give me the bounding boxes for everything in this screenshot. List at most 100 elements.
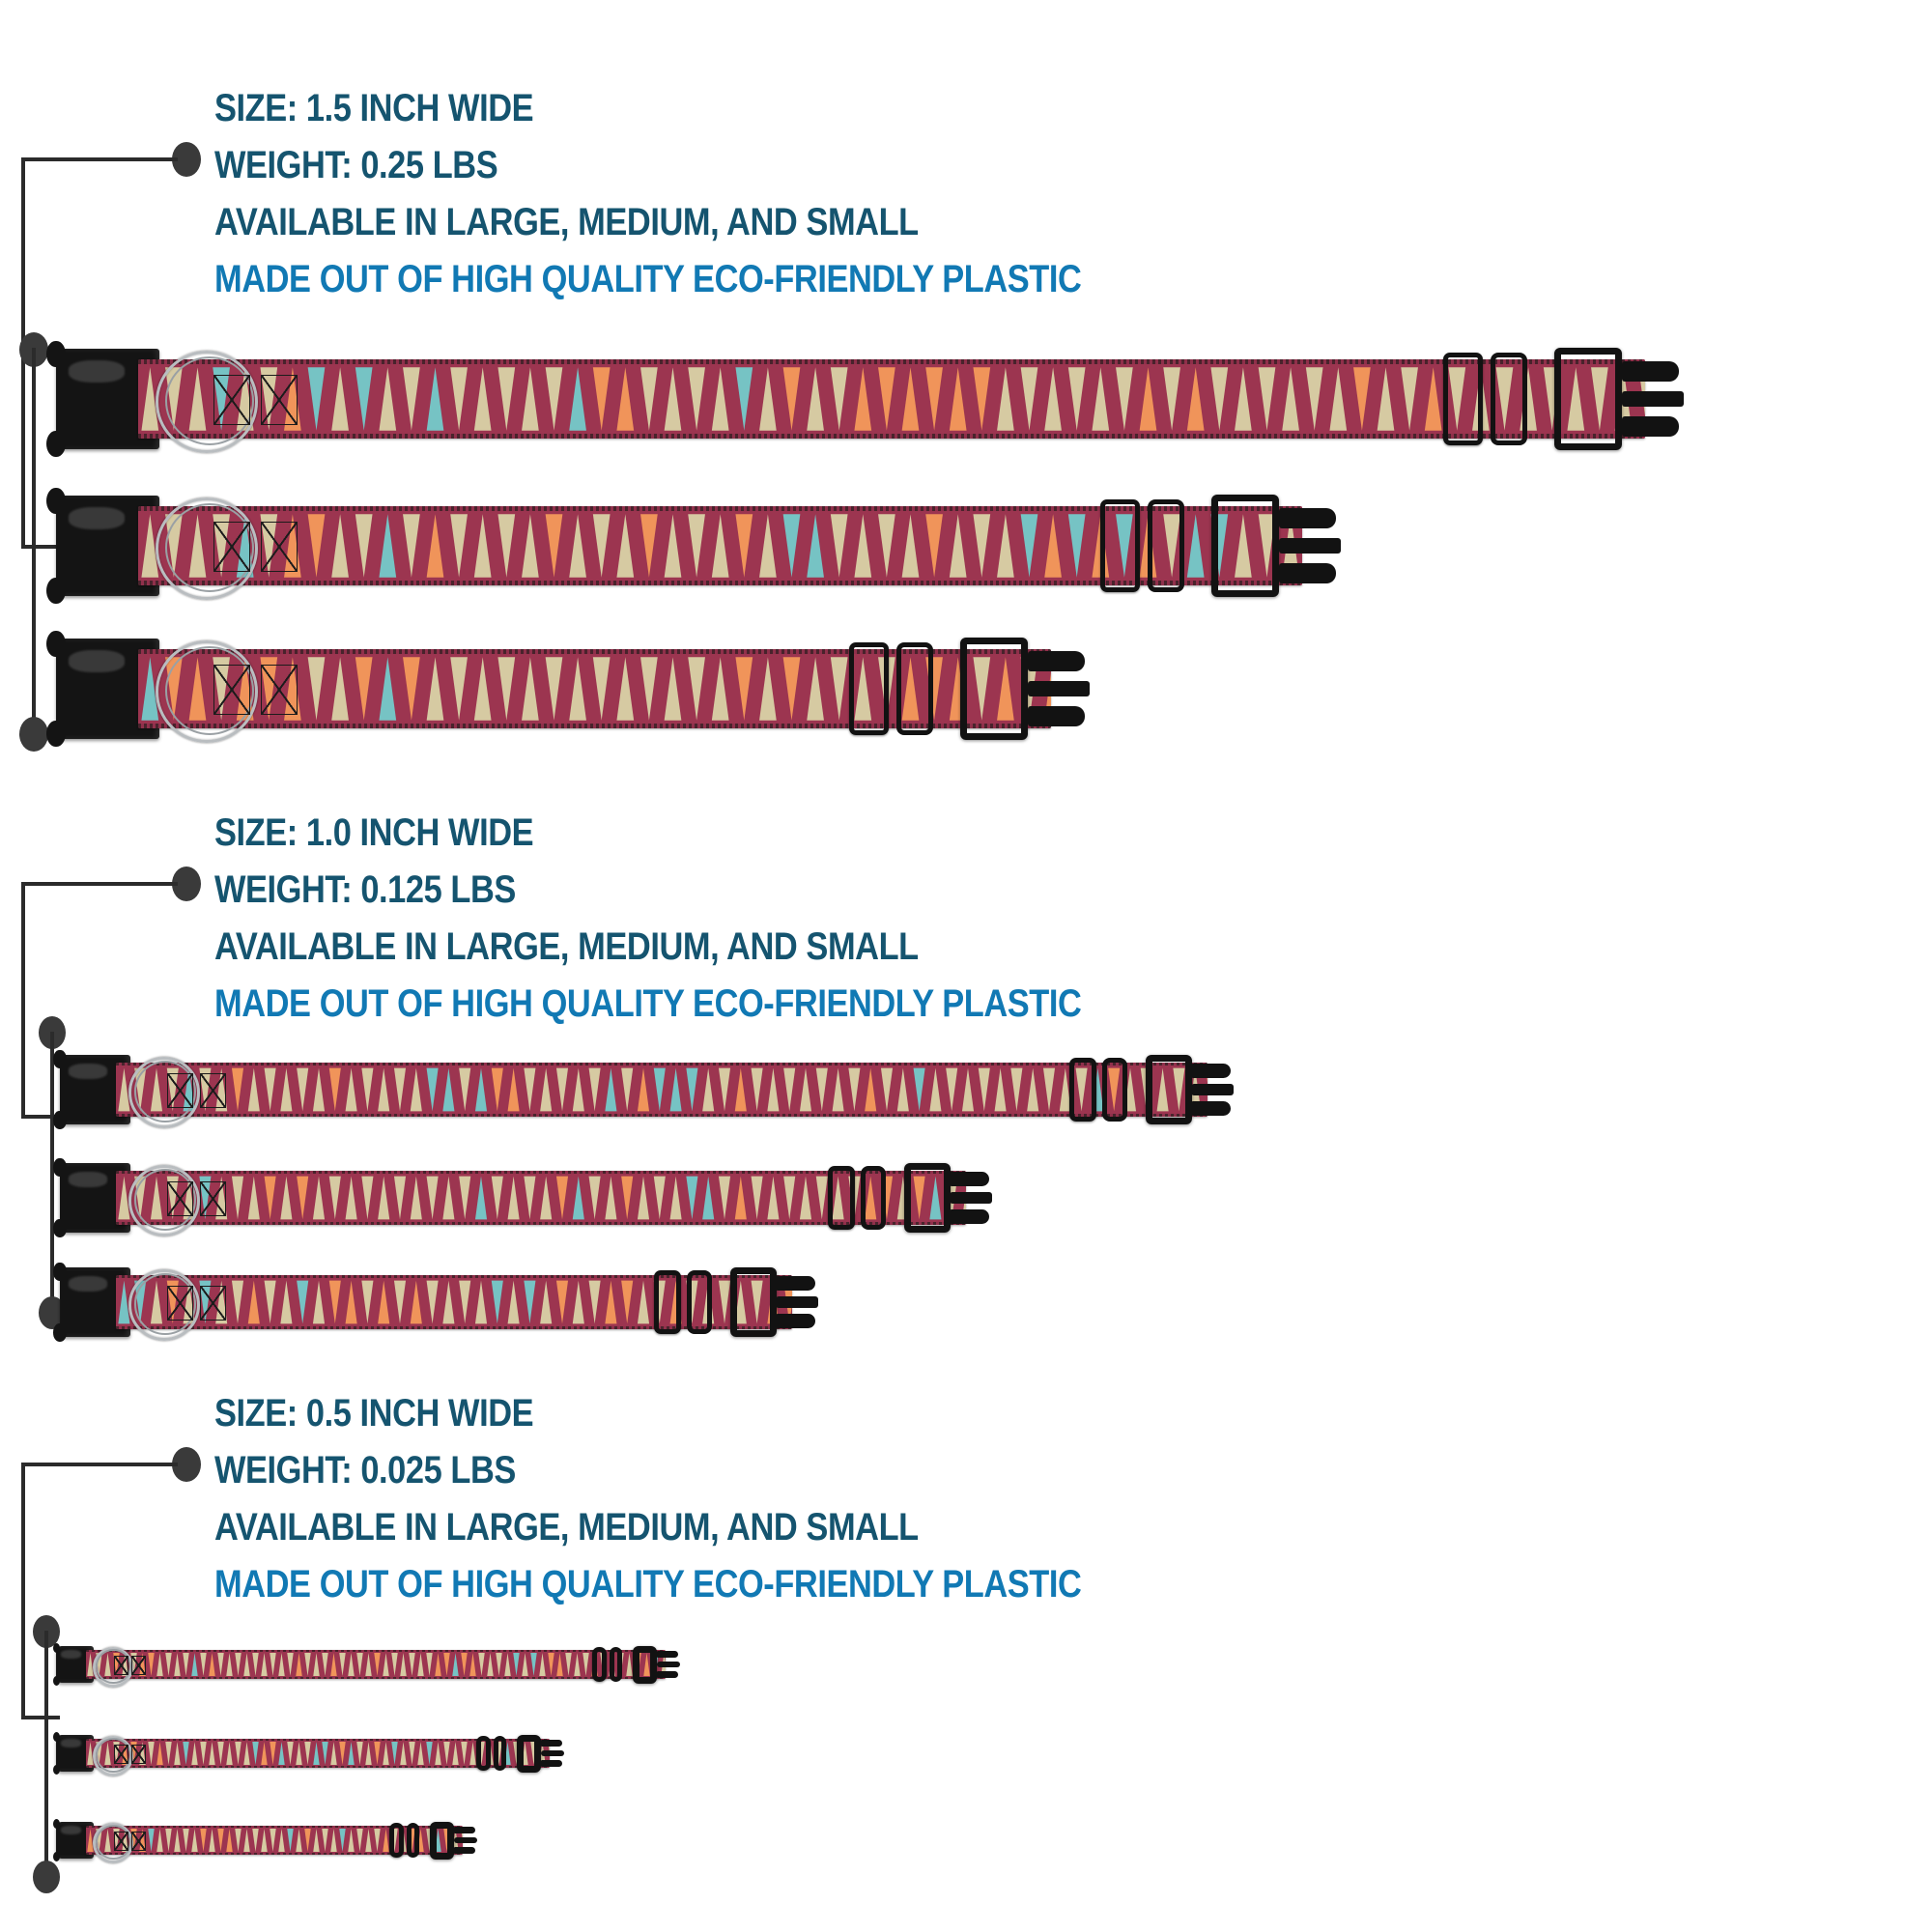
slider-adjuster[interactable]: [1100, 498, 1141, 593]
buckle-prong-top: [1278, 507, 1336, 528]
stitch-box: [213, 664, 251, 716]
collar-size-1-0-small[interactable]: [53, 1263, 909, 1353]
retainer-loop[interactable]: [1102, 1057, 1127, 1122]
side-release-buckle-male[interactable]: [632, 1645, 658, 1684]
strap-stitch-bottom: [116, 1221, 967, 1225]
strap-triangle-pattern: [86, 1739, 551, 1768]
buckle-highlight: [60, 1650, 82, 1659]
buckle-prong-bottom: [1027, 706, 1085, 727]
retainer-loop[interactable]: [861, 1165, 886, 1231]
d-ring-inner: [134, 1168, 197, 1232]
side-release-buckle-male[interactable]: [729, 1266, 777, 1338]
side-release-buckle-male[interactable]: [1145, 1054, 1192, 1125]
bracket-dot-bottom-1-5: [19, 717, 48, 752]
collar-size-0-5-small[interactable]: [52, 1819, 526, 1868]
collar-strap[interactable]: [116, 1063, 1208, 1117]
leader-horizontal-join-0-5: [21, 1716, 60, 1719]
side-release-buckle-male[interactable]: [1210, 494, 1280, 598]
side-release-buckle-male[interactable]: [516, 1734, 542, 1773]
leader-horizontal-1-0: [21, 882, 178, 886]
spec-size-line: SIZE: 1.0 INCH WIDE: [214, 811, 534, 854]
side-release-buckle-male[interactable]: [959, 637, 1029, 741]
spec-availability-line: AVAILABLE IN LARGE, MEDIUM, AND SMALL: [214, 201, 919, 243]
stitch-box: [130, 1655, 146, 1676]
retainer-loop[interactable]: [406, 1823, 420, 1858]
collar-size-1-5-medium[interactable]: [46, 488, 1473, 621]
d-ring-inner: [165, 645, 255, 736]
side-release-buckle-male[interactable]: [429, 1821, 455, 1860]
buckle-prong-bottom: [1278, 563, 1336, 584]
d-ring-inner: [96, 1737, 131, 1774]
buckle-prong-top: [1027, 650, 1085, 671]
strap-stitch-top: [86, 1650, 667, 1652]
buckle-prong-top: [776, 1276, 815, 1291]
buckle-highlight: [68, 1171, 107, 1187]
strap-stitch-bottom: [138, 434, 1646, 439]
slider-adjuster[interactable]: [654, 1269, 682, 1335]
retainer-loop[interactable]: [609, 1647, 623, 1682]
buckle-prong-top: [950, 1172, 989, 1186]
buckle-highlight: [60, 1826, 82, 1834]
spec-material-line: MADE OUT OF HIGH QUALITY ECO-FRIENDLY PL…: [214, 982, 1082, 1025]
d-ring-inner: [165, 502, 255, 593]
collar-strap[interactable]: [86, 1650, 667, 1679]
spec-weight-line: WEIGHT: 0.125 LBS: [214, 868, 516, 911]
buckle-prong-top: [541, 1739, 562, 1747]
collar-strap[interactable]: [86, 1739, 551, 1768]
retainer-loop[interactable]: [1491, 352, 1528, 446]
slider-adjuster[interactable]: [828, 1165, 856, 1231]
collar-strap[interactable]: [138, 359, 1646, 439]
stitch-box: [261, 664, 298, 716]
buckle-prong-center: [950, 1192, 993, 1204]
stitch-box: [113, 1744, 128, 1765]
collar-size-0-5-medium[interactable]: [52, 1732, 612, 1781]
spec-weight-line: WEIGHT: 0.25 LBS: [214, 144, 498, 186]
retainer-loop[interactable]: [493, 1736, 507, 1771]
retainer-loop[interactable]: [896, 641, 934, 736]
collar-size-1-0-large[interactable]: [53, 1050, 1324, 1141]
side-release-buckle-male[interactable]: [903, 1162, 951, 1234]
slider-adjuster[interactable]: [388, 1823, 404, 1858]
buckle-prong-bottom: [776, 1314, 815, 1328]
d-ring-inner: [134, 1060, 197, 1123]
stitch-box: [130, 1744, 146, 1765]
d-ring[interactable]: [128, 1056, 200, 1129]
buckle-prong-center: [1621, 390, 1684, 408]
d-ring[interactable]: [156, 350, 259, 454]
collar-size-1-0-medium[interactable]: [53, 1158, 1083, 1249]
strap-stitch-top: [116, 1063, 1208, 1066]
stitch-box: [261, 374, 298, 426]
retainer-loop[interactable]: [1148, 498, 1185, 593]
buckle-prong-top: [1191, 1064, 1231, 1078]
collar-size-1-5-small[interactable]: [46, 631, 1222, 764]
bracket-vertical-1-5: [32, 348, 36, 734]
collar-size-0-5-large[interactable]: [52, 1643, 728, 1692]
stitch-box: [200, 1180, 226, 1217]
d-ring[interactable]: [156, 497, 259, 601]
slider-adjuster[interactable]: [849, 641, 890, 736]
slider-adjuster[interactable]: [1443, 352, 1484, 446]
d-ring[interactable]: [128, 1268, 200, 1342]
strap-stitch-top: [116, 1171, 967, 1175]
d-ring-inner: [96, 1648, 131, 1685]
bracket-vertical-0-5: [44, 1631, 48, 1878]
buckle-prong-bottom: [454, 1846, 475, 1855]
spec-weight-line: WEIGHT: 0.025 LBS: [214, 1449, 516, 1492]
d-ring-inner: [96, 1824, 131, 1861]
slider-adjuster[interactable]: [1069, 1057, 1097, 1122]
side-release-buckle-male[interactable]: [1553, 347, 1623, 451]
strap-stitch-top: [138, 359, 1646, 364]
buckle-prong-bottom: [541, 1759, 562, 1768]
retainer-loop[interactable]: [687, 1269, 712, 1335]
buckle-prong-top: [454, 1826, 475, 1834]
stitch-box: [200, 1072, 226, 1109]
slider-adjuster[interactable]: [591, 1647, 607, 1682]
collar-size-1-5-large[interactable]: [46, 341, 1816, 474]
collar-strap[interactable]: [116, 1171, 967, 1225]
strap-stitch-top: [86, 1826, 464, 1828]
d-ring[interactable]: [128, 1164, 200, 1237]
slider-adjuster[interactable]: [475, 1736, 491, 1771]
strap-stitch-top: [138, 649, 1052, 654]
d-ring[interactable]: [156, 639, 259, 744]
buckle-prong-center: [541, 1750, 564, 1756]
